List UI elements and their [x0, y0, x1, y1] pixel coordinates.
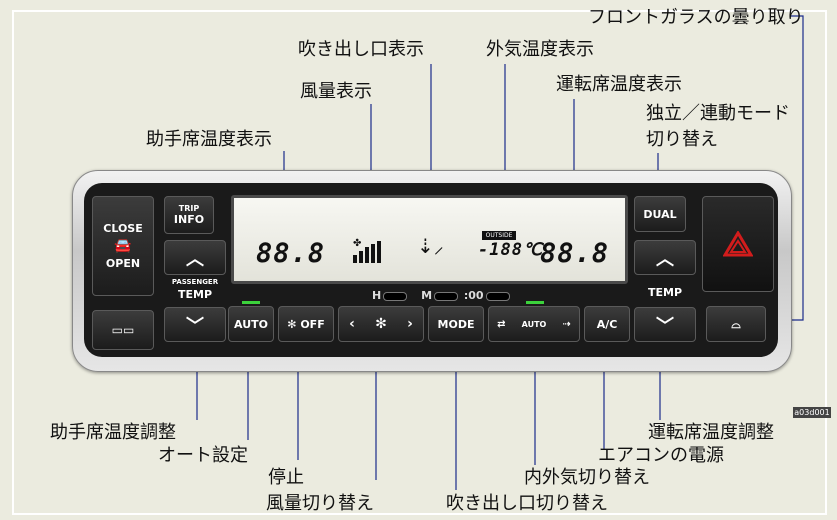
outside-temp-readout: -188℃ — [478, 240, 544, 260]
fresh-air-icon: ⇢ — [562, 318, 571, 330]
driver-temp-readout: 88.8 — [540, 238, 610, 269]
mode-label: MODE — [437, 317, 475, 331]
open-label: OPEN — [105, 257, 141, 270]
svg-text:✤: ✤ — [353, 238, 361, 249]
chevron-down-icon: ﹀ — [186, 315, 204, 337]
fan-off-label: ✻ OFF — [287, 317, 325, 331]
timer-m: M — [421, 289, 433, 302]
chevron-down-icon: ﹀ — [656, 315, 674, 337]
passenger-temp-down-button[interactable]: ﹀ — [164, 307, 226, 342]
rear-defog-button[interactable]: ▭▭ — [92, 310, 154, 350]
passenger-temp-label: PASSENGER TEMP — [164, 278, 226, 308]
chevron-up-icon: ︿ — [186, 248, 204, 270]
label-driver-temp-display: 運転席温度表示 — [556, 74, 682, 95]
chevron-up-icon: ︿ — [656, 248, 674, 270]
temp-right-label: TEMP — [647, 286, 683, 299]
label-dual-mode: 独立／連動モード — [646, 103, 790, 124]
dual-button[interactable]: DUAL — [634, 196, 686, 232]
recirc-indicator-led — [526, 301, 544, 304]
label-auto-setting: オート設定 — [158, 445, 248, 466]
label-passenger-temp-adjust: 助手席温度調整 — [50, 422, 176, 443]
info-label: INFO — [173, 213, 205, 226]
timer-h: H — [372, 289, 382, 302]
label-fan-display: 風量表示 — [300, 81, 372, 102]
label-passenger-temp-display: 助手席温度表示 — [146, 129, 272, 150]
label-stop: 停止 — [268, 467, 304, 488]
dual-label: DUAL — [643, 207, 677, 221]
hazard-icon — [723, 231, 753, 257]
fan-level-icon: ✤ — [351, 235, 391, 269]
fan-icon: ✻ — [375, 316, 387, 332]
driver-temp-down-button[interactable]: ﹀ — [634, 307, 696, 342]
auto-button[interactable]: AUTO — [228, 306, 274, 342]
front-defroster-button[interactable]: ⌓ — [706, 306, 766, 342]
vent-mode-icon: ⇣⸝ — [417, 234, 444, 258]
label-vent-display: 吹き出し口表示 — [298, 39, 424, 60]
trip-label: TRIP — [178, 204, 200, 213]
recirc-auto-label: AUTO — [521, 319, 547, 329]
temp-left-label: TEMP — [177, 288, 213, 301]
hazard-button[interactable] — [702, 196, 774, 292]
fan-speed-button[interactable]: ‹ ✻ › — [338, 306, 424, 342]
lcd-display: 88.8 ✤ ⇣⸝ OUTSIDE -188℃ 88.8 — [231, 195, 628, 284]
label-fan-speed-switch: 風量切り替え — [266, 493, 374, 514]
trip-info-button[interactable]: TRIP INFO — [164, 196, 214, 234]
passenger-temp-up-button[interactable]: ︿ — [164, 240, 226, 275]
rear-defog-icon: ▭▭ — [111, 323, 135, 337]
fan-off-button[interactable]: ✻ OFF — [278, 306, 334, 342]
auto-label: AUTO — [234, 317, 268, 331]
label-dual-mode-2: 切り替え — [646, 129, 718, 150]
image-code: a03d001 — [793, 407, 831, 418]
label-outside-temp-display: 外気温度表示 — [486, 39, 594, 60]
driver-temp-up-button[interactable]: ︿ — [634, 240, 696, 275]
passenger-temp-readout: 88.8 — [256, 238, 326, 269]
recirc-icon: ⇄ — [497, 318, 506, 330]
chevron-right-icon: › — [407, 316, 413, 332]
recirc-button[interactable]: ⇄ AUTO ⇢ — [488, 306, 580, 342]
outside-label: OUTSIDE — [482, 231, 516, 240]
label-ac-power: エアコンの電源 — [598, 445, 724, 466]
ac-label: A/C — [596, 317, 618, 331]
passenger-label: PASSENGER — [171, 278, 219, 286]
chevron-left-icon: ‹ — [349, 316, 355, 332]
label-recirc-switch: 内外気切り替え — [524, 467, 650, 488]
defroster-icon: ⌓ — [731, 316, 741, 331]
timer-sec: :00 — [463, 289, 484, 302]
auto-indicator-led — [242, 301, 260, 304]
car-icon: 🚘 — [114, 238, 132, 254]
close-label: CLOSE — [103, 222, 143, 235]
mode-button[interactable]: MODE — [428, 306, 484, 342]
border-frame — [12, 10, 827, 515]
timer-indicators: H M :00 — [372, 289, 512, 302]
label-defroster: フロントガラスの曇り取り — [588, 7, 804, 28]
close-open-button[interactable]: CLOSE 🚘 OPEN — [92, 196, 154, 296]
label-driver-temp-adjust: 運転席温度調整 — [648, 422, 774, 443]
ac-button[interactable]: A/C — [584, 306, 630, 342]
label-vent-switch: 吹き出し口切り替え — [446, 493, 608, 514]
